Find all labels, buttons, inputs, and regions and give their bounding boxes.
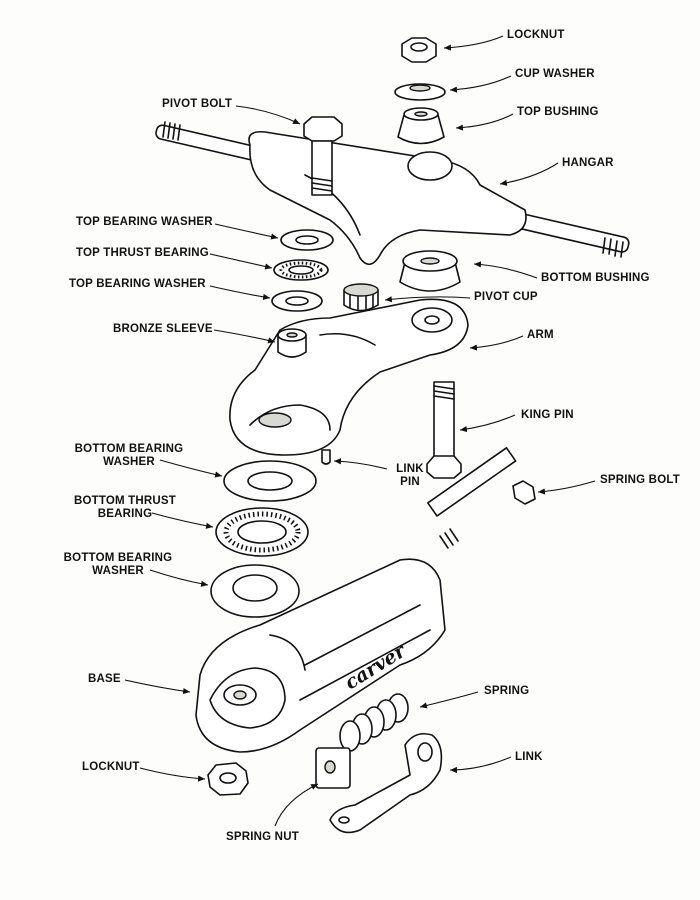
top-thrust-bearing-part <box>273 259 329 281</box>
label-link: LINK <box>515 751 543 763</box>
label-pivot-bolt: PIVOT BOLT <box>162 98 233 110</box>
label-spring: SPRING <box>484 685 530 697</box>
bottom-bearing-washer-2-part <box>210 564 300 618</box>
bottom-bearing-washer-1-part <box>223 460 317 502</box>
label-king-pin: KING PIN <box>521 409 574 421</box>
bottom-thrust-bearing-part <box>215 507 309 557</box>
link-part <box>329 732 443 834</box>
label-spring-nut: SPRING NUT <box>226 831 299 843</box>
arm-part <box>229 298 469 465</box>
label-base: BASE <box>88 673 121 685</box>
label-top-thrust-bearing: TOP THRUST BEARING <box>76 247 209 259</box>
bottom-locknut-part <box>207 762 249 796</box>
label-bottom-bearing-washer-1: BOTTOM BEARING WASHER <box>74 443 184 468</box>
leader-arrows <box>124 35 596 827</box>
label-top-bushing: TOP BUSHING <box>517 106 599 118</box>
label-pivot-cup: PIVOT CUP <box>474 291 538 303</box>
label-spring-bolt: SPRING BOLT <box>600 474 680 486</box>
bottom-bushing-part <box>399 250 461 292</box>
label-link-pin: LINK PIN <box>396 463 424 488</box>
label-bottom-bushing: BOTTOM BUSHING <box>541 272 650 284</box>
top-locknut-part <box>401 37 437 63</box>
label-cup-washer: CUP WASHER <box>515 68 595 80</box>
label-top-bearing-washer-2: TOP BEARING WASHER <box>69 278 206 290</box>
spring-bolt-part <box>427 447 536 549</box>
king-pin-part <box>426 381 462 479</box>
top-bearing-washer-1-part <box>280 229 334 251</box>
spring-nut-part <box>315 747 351 789</box>
spring-part <box>339 693 409 752</box>
label-bronze-sleeve: BRONZE SLEEVE <box>113 323 213 335</box>
label-locknut-top: LOCKNUT <box>507 29 565 41</box>
top-bearing-washer-2-part <box>271 290 323 312</box>
hangar-part <box>155 121 630 266</box>
pivot-bolt-part <box>303 116 343 196</box>
label-bottom-thrust-bearing: BOTTOM THRUST BEARING <box>73 495 177 520</box>
cup-washer-part <box>394 83 446 101</box>
pivot-cup-part <box>343 283 379 312</box>
top-bushing-part <box>397 107 445 145</box>
label-arm: ARM <box>527 329 554 341</box>
label-bottom-bearing-washer-2: BOTTOM BEARING WASHER <box>63 552 173 577</box>
label-hangar: HANGAR <box>562 157 614 169</box>
label-locknut-bottom: LOCKNUT <box>82 761 140 773</box>
label-top-bearing-washer-1: TOP BEARING WASHER <box>76 216 213 228</box>
